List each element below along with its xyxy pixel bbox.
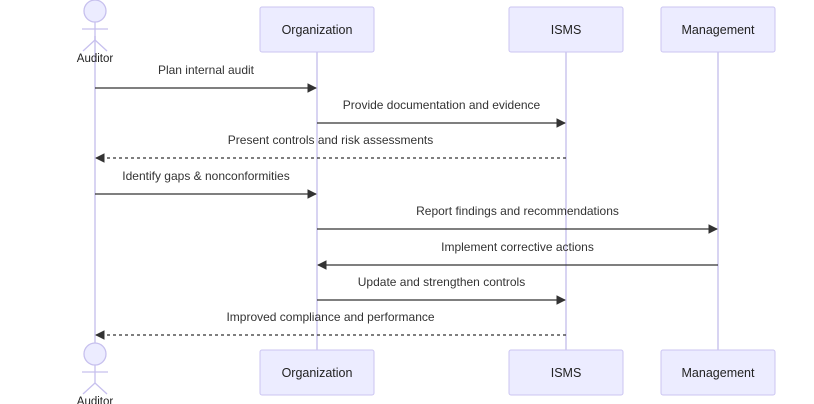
message-8: Improved compliance and performance (95, 310, 566, 340)
participant-box (259, 6, 375, 53)
actor-leg-left (82, 382, 96, 395)
participant-box (660, 6, 776, 53)
participant-label: Organization (282, 366, 353, 380)
participant-box (508, 349, 624, 396)
actor-label: Auditor (77, 53, 114, 65)
message-label: Identify gaps & nonconformities (122, 169, 289, 183)
actor-label: Auditor (77, 396, 114, 404)
participant-management-bottom: Management (660, 349, 776, 396)
participant-organization-top: Organization (259, 6, 375, 53)
message-6: Implement corrective actions (317, 240, 718, 270)
actor-auditor-top: Auditor (77, 0, 114, 65)
message-label: Provide documentation and evidence (343, 98, 541, 112)
participant-management-top: Management (660, 6, 776, 53)
participant-box (660, 349, 776, 396)
participant-organization-bottom: Organization (259, 349, 375, 396)
message-label: Present controls and risk assessments (228, 133, 433, 147)
participant-label: Management (682, 23, 755, 37)
message-label: Update and strengthen controls (358, 275, 525, 289)
participant-label: Organization (282, 23, 353, 37)
participant-box (259, 349, 375, 396)
message-3: Present controls and risk assessments (95, 133, 566, 163)
participant-label: Management (682, 366, 755, 380)
message-5: Report findings and recommendations (317, 204, 718, 234)
message-2: Provide documentation and evidence (317, 98, 566, 128)
message-label: Report findings and recommendations (416, 204, 619, 218)
message-label: Plan internal audit (158, 63, 255, 77)
actor-leg-right (94, 39, 108, 52)
actor-auditor-bottom: Auditor (77, 342, 114, 404)
participant-label: ISMS (551, 23, 582, 37)
participant-label: ISMS (551, 366, 582, 380)
message-label: Implement corrective actions (441, 240, 594, 254)
actor-leg-left (82, 39, 96, 52)
participant-isms-top: ISMS (508, 6, 624, 53)
participant-isms-bottom: ISMS (508, 349, 624, 396)
message-1: Plan internal audit (95, 63, 317, 93)
actor-head (83, 342, 107, 366)
participant-box (508, 6, 624, 53)
participants: AuditorAuditorOrganizationOrganizationIS… (77, 0, 776, 404)
actor-head (83, 0, 107, 23)
message-label: Improved compliance and performance (226, 310, 434, 324)
message-7: Update and strengthen controls (317, 275, 566, 305)
message-4: Identify gaps & nonconformities (95, 169, 317, 199)
actor-leg-right (94, 382, 108, 395)
